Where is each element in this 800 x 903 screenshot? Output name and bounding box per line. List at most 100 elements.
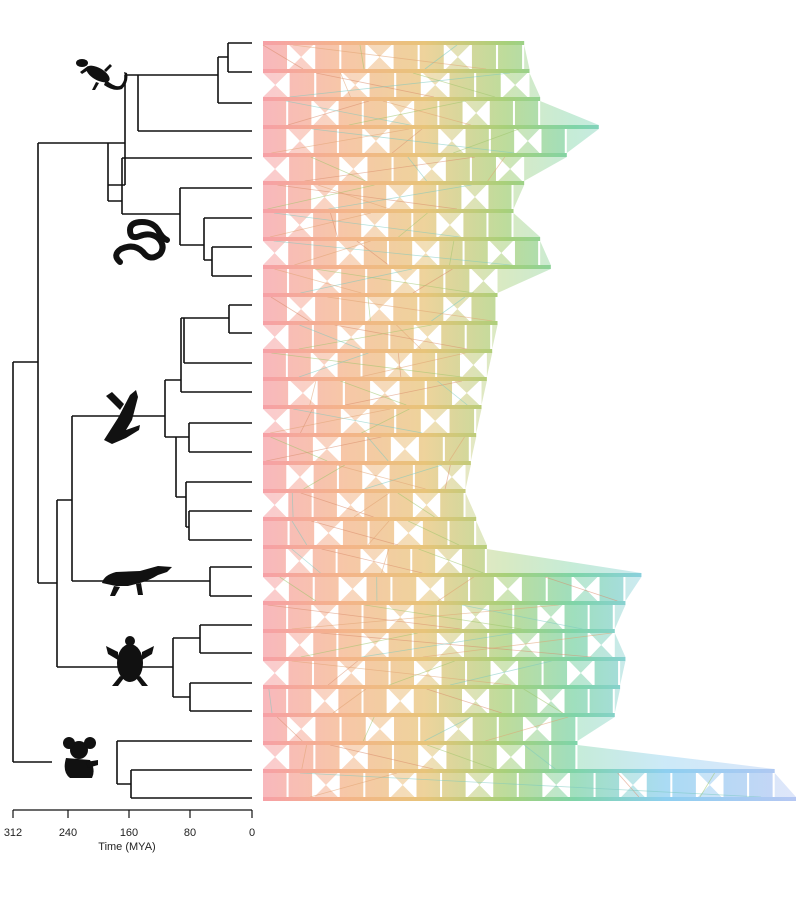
synteny-ribbon [313,101,337,125]
synteny-ribbon [492,661,517,685]
synteny-link [367,436,389,462]
synteny-link [426,744,495,770]
synteny-ribbon [426,381,453,405]
synteny-link [328,184,472,210]
synteny-ribbon [342,73,368,97]
synteny-link [437,380,468,406]
synteny-ribbon [263,409,288,433]
synteny-ribbon [489,241,513,265]
synteny-ribbon [340,577,365,601]
synteny-ribbon [288,773,313,797]
synteny-ribbon [445,269,470,293]
synteny-ribbon [413,213,437,237]
synteny-ribbon-tail [476,409,482,433]
synteny-ribbon [341,717,366,741]
chromosome-track [263,321,498,325]
synteny-ribbon [394,745,419,769]
synteny-ribbon [541,129,565,153]
synteny-link [359,352,466,378]
tick-label-160: 160 [120,827,138,839]
synteny-ribbon-tail [620,661,626,685]
synteny-ribbon [442,773,466,797]
synteny-link [291,604,559,630]
synteny-ribbon [399,381,425,405]
synteny-ribbon [288,661,312,685]
synteny-ribbon [288,689,312,713]
synteny-ribbon [341,269,366,293]
synteny-ribbon [367,745,392,769]
synteny-ribbon [263,297,287,321]
chromosome-track [263,349,493,353]
synteny-ribbon [364,493,388,517]
synteny-ribbon [440,129,464,153]
synteny-ribbon [263,549,286,573]
synteny-ribbon [525,717,550,741]
synteny-ribbon [413,689,437,713]
synteny-link [292,44,487,70]
synteny-link [291,548,321,574]
synteny-ribbon [396,73,421,97]
synteny-ribbon [551,745,576,769]
synteny-ribbon [338,129,363,153]
synteny-ribbon [420,717,445,741]
synteny-ribbon [315,157,340,181]
synteny-link [301,744,308,770]
synteny-link [289,72,511,98]
synteny-ribbon [389,465,413,489]
synteny-ribbon [388,633,412,657]
synteny-ribbon [313,465,337,489]
synteny-link [311,520,399,546]
synteny-ribbon [288,493,312,517]
synteny-ribbon [289,297,314,321]
synteny-ribbon [418,437,443,461]
synteny-ribbon [599,577,624,601]
synteny-ribbon [463,185,487,209]
chromosome-track [263,797,796,801]
synteny-link [271,352,462,378]
synteny-ribbon [516,129,540,153]
synteny-ribbon [416,661,440,685]
synteny-ribbon [288,241,312,265]
synteny-ribbon [547,577,572,601]
synteny-ribbon [413,185,437,209]
chromosome-track [263,265,551,269]
synteny-link [321,548,423,574]
synteny-ribbon-tail [566,129,599,153]
synteny-ribbon [263,689,287,713]
synteny-ribbon [263,45,288,69]
synteny-ribbon [288,465,312,489]
synteny-ribbon [564,633,588,657]
chromosome-track [263,601,626,605]
synteny-link [424,44,458,70]
time-axis: 312 240 160 80 0 Time (MYA) [4,809,255,853]
synteny-ribbon [570,773,594,797]
synteny-ribbon [341,745,366,769]
synteny-link [424,716,472,742]
synteny-ribbon [338,241,362,265]
synteny-link [388,660,455,686]
synteny-link [270,296,310,322]
synteny-ribbon [341,45,366,69]
synteny-link [408,520,460,546]
synteny-ribbon [498,717,523,741]
tick-label-240: 240 [59,827,77,839]
synteny-ribbon [263,521,288,545]
synteny-ribbon [362,549,386,573]
synteny-link [327,660,358,686]
chromosome-track [263,629,615,633]
synteny-ribbon [471,297,496,321]
synteny-ribbon [498,745,523,769]
chromosome-track [263,293,498,297]
synteny-link [382,100,471,126]
synteny-ribbon [288,437,313,461]
synteny-link [391,128,423,154]
chromosome-track [263,69,530,73]
synteny-ribbon [589,605,613,629]
synteny-ribbon [393,45,418,69]
synteny-ribbon-tail [614,689,621,713]
synteny-ribbon [396,409,421,433]
synteny-link [271,128,410,154]
synteny-ribbon [313,185,337,209]
synteny-ribbon [337,353,361,377]
synteny-link [279,576,317,602]
